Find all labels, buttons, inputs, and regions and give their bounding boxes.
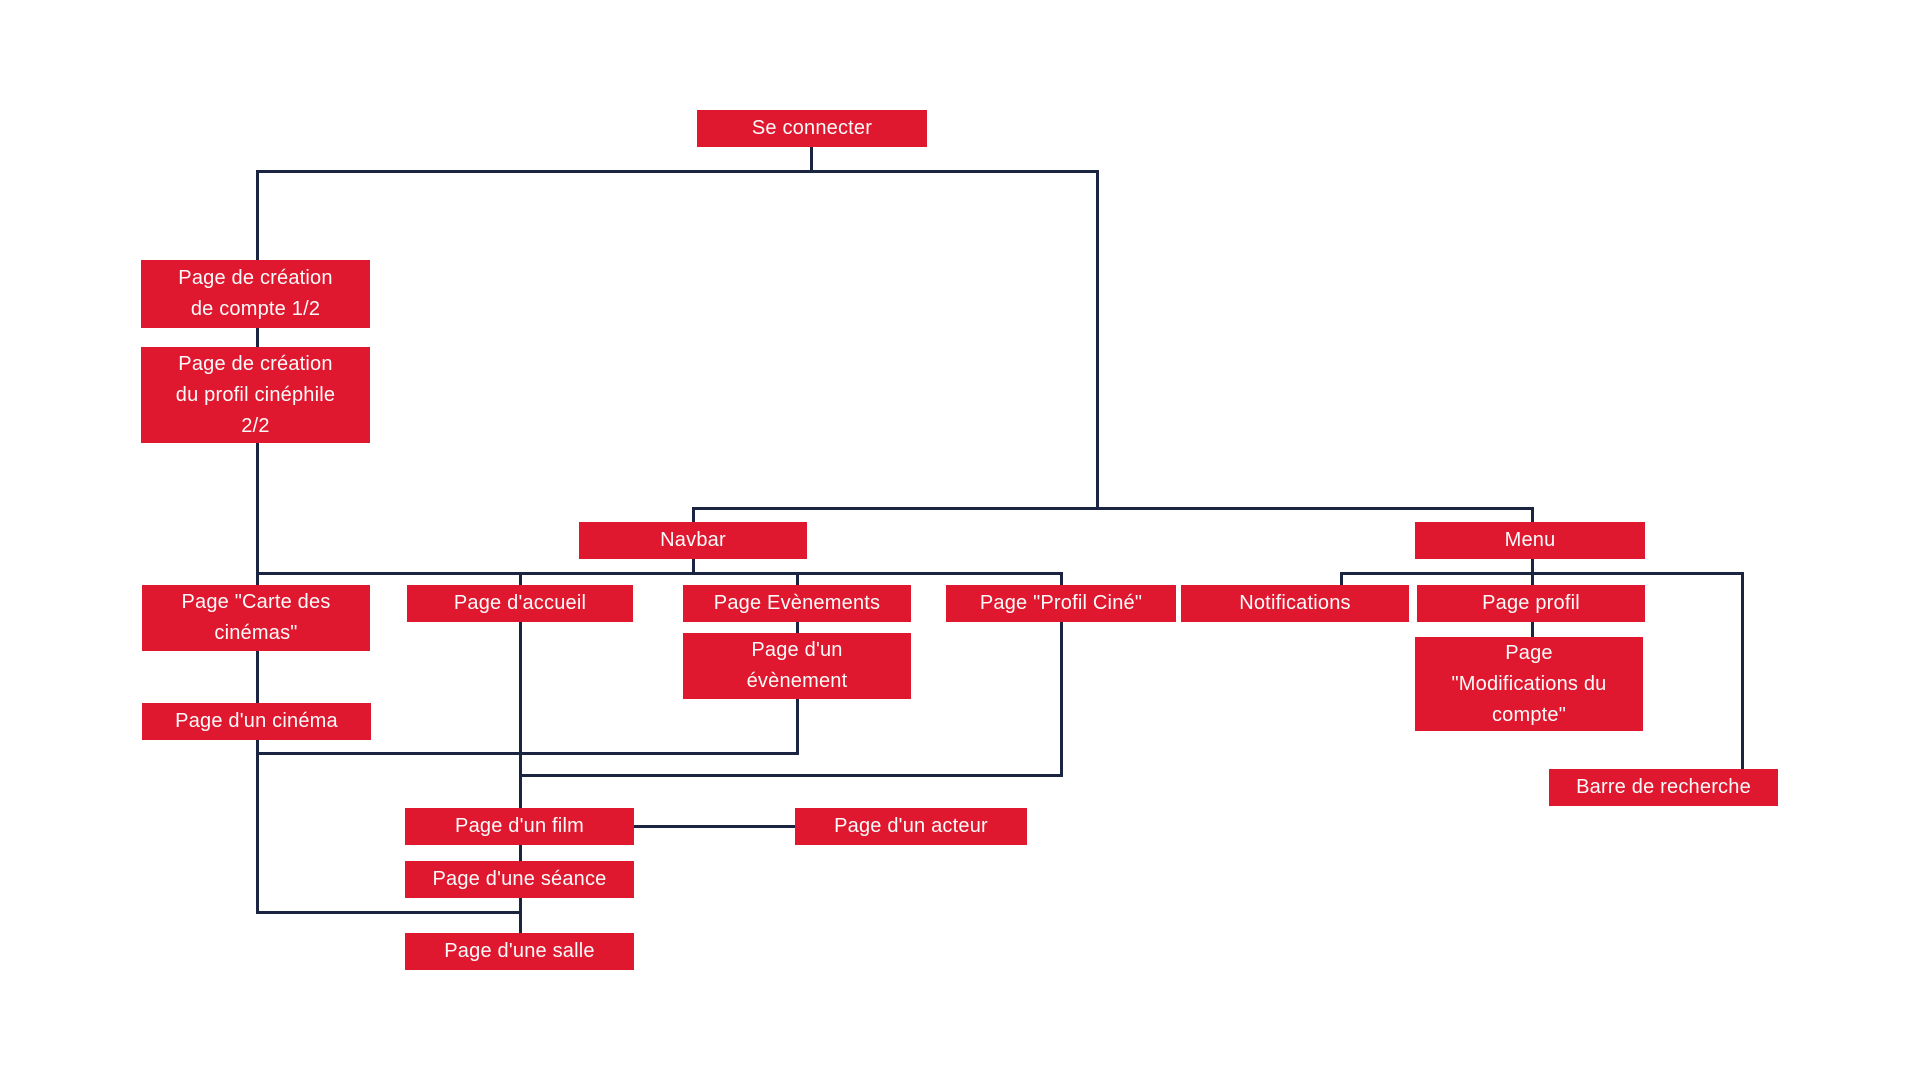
node-profil-cine: Page "Profil Ciné" bbox=[946, 585, 1176, 622]
connector-se-connecter-drop bbox=[810, 147, 813, 172]
connector-navbar-bottom-drop bbox=[692, 559, 695, 575]
node-evenement: Page d'un évènement bbox=[683, 633, 911, 699]
node-barre-recherche: Barre de recherche bbox=[1549, 769, 1778, 806]
connector-evenement-horizontal bbox=[256, 752, 799, 755]
connector-profil-modifications bbox=[1531, 622, 1534, 638]
node-accueil: Page d'accueil bbox=[407, 585, 633, 622]
node-se-connecter: Se connecter bbox=[697, 110, 927, 147]
connector-profil-cine-drop bbox=[1060, 572, 1063, 586]
connector-menu-children-horizontal bbox=[1340, 572, 1744, 575]
node-modifications-compte: Page "Modifications du compte" bbox=[1415, 637, 1643, 731]
node-acteur: Page d'un acteur bbox=[795, 808, 1027, 845]
node-navbar: Navbar bbox=[579, 522, 807, 559]
connector-left-vertical bbox=[256, 170, 259, 914]
connector-navbar-menu-horizontal bbox=[692, 507, 1534, 510]
node-page-profil: Page profil bbox=[1417, 585, 1645, 622]
connector-navbar-top-drop bbox=[692, 507, 695, 523]
connector-right-vertical bbox=[1096, 170, 1099, 510]
node-salle: Page d'une salle bbox=[405, 933, 634, 970]
connector-evenements-evenement bbox=[796, 622, 799, 634]
connector-notifications-drop bbox=[1340, 572, 1343, 586]
connector-evenement-down bbox=[796, 698, 799, 755]
node-notifications: Notifications bbox=[1181, 585, 1409, 622]
connector-salle-horizontal bbox=[256, 911, 522, 914]
node-menu: Menu bbox=[1415, 522, 1645, 559]
connector-profil-cine-down bbox=[1060, 622, 1063, 777]
connector-film-acteur bbox=[634, 825, 795, 828]
connector-navbar-children-horizontal bbox=[256, 572, 1063, 575]
connector-top-horizontal bbox=[256, 170, 1099, 173]
node-creation-compte: Page de création de compte 1/2 bbox=[141, 260, 370, 328]
connector-menu-top-drop bbox=[1531, 507, 1534, 523]
node-carte-cinemas: Page "Carte des cinémas" bbox=[142, 585, 370, 651]
connector-evenements-drop bbox=[796, 572, 799, 586]
node-cinema: Page d'un cinéma bbox=[142, 703, 371, 740]
node-evenements: Page Evènements bbox=[683, 585, 911, 622]
connector-accueil-film-vertical bbox=[519, 622, 522, 935]
node-film: Page d'un film bbox=[405, 808, 634, 845]
node-seance: Page d'une séance bbox=[405, 861, 634, 898]
node-creation-profil: Page de création du profil cinéphile 2/2 bbox=[141, 347, 370, 443]
connector-recherche-vertical bbox=[1741, 572, 1744, 771]
connector-profil-cine-horizontal bbox=[519, 774, 1063, 777]
connector-accueil-drop bbox=[519, 572, 522, 586]
